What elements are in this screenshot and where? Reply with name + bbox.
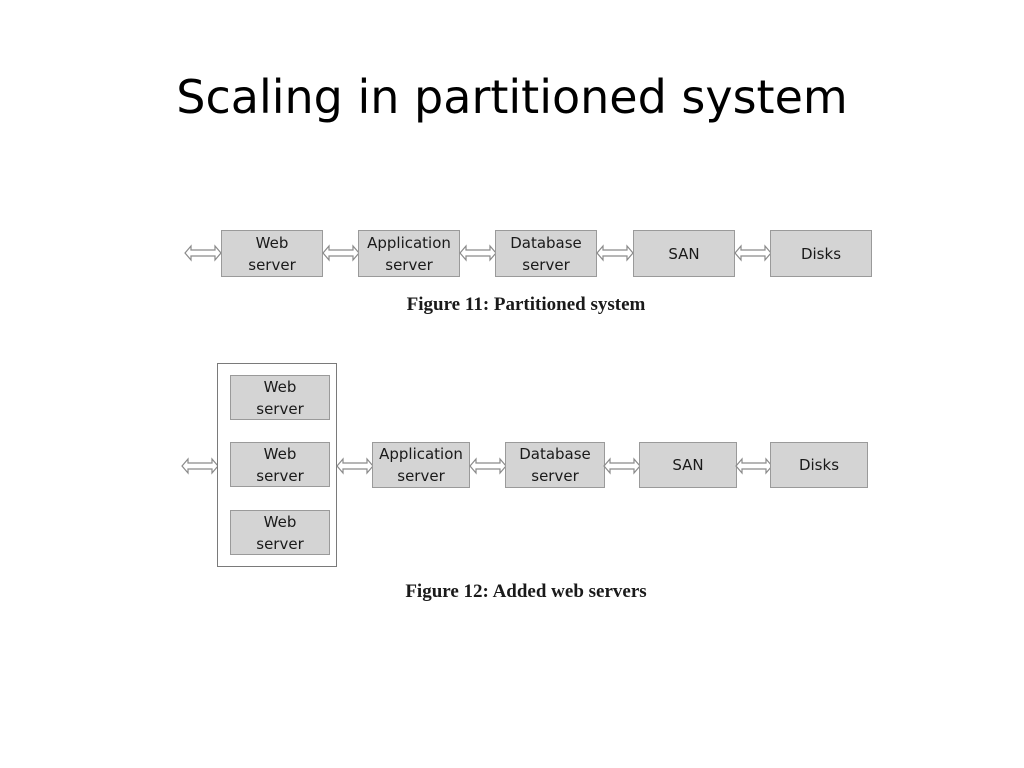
arrow-san-disks-fig12 — [735, 457, 773, 475]
fig12-web-server-1: Web server — [230, 375, 330, 420]
figure11-caption: Figure 11: Partitioned system — [406, 294, 646, 315]
arrow-san-disks-fig11 — [734, 244, 772, 262]
fig12-database-server: Database server — [505, 442, 605, 488]
arrow-db-san-fig12 — [603, 457, 641, 475]
fig11-san: SAN — [633, 230, 735, 277]
arrow-app-db-fig12 — [469, 457, 507, 475]
figure12-caption: Figure 12: Added web servers — [405, 581, 647, 602]
fig11-database-server: Database server — [495, 230, 597, 277]
fig11-web-server: Web server — [221, 230, 323, 277]
fig12-web-server-3: Web server — [230, 510, 330, 555]
arrow-db-san-fig11 — [596, 244, 634, 262]
fig12-disks: Disks — [770, 442, 868, 488]
fig12-web-server-2: Web server — [230, 442, 330, 487]
arrow-app-db-fig11 — [459, 244, 497, 262]
arrow-input-fig12 — [181, 457, 219, 475]
fig12-san: SAN — [639, 442, 737, 488]
arrow-web-app-fig12 — [336, 457, 374, 475]
fig11-disks: Disks — [770, 230, 872, 277]
fig12-application-server: Application server — [372, 442, 470, 488]
arrow-input-fig11 — [184, 244, 222, 262]
arrow-web-app-fig11 — [322, 244, 360, 262]
fig11-application-server: Application server — [358, 230, 460, 277]
slide-title: Scaling in partitioned system — [176, 70, 848, 124]
